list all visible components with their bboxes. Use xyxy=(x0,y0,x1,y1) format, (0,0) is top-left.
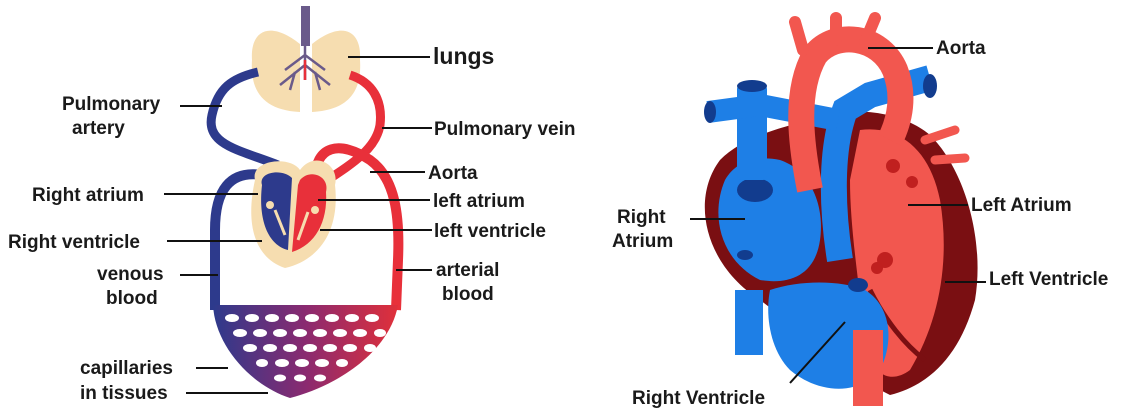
lungs-illustration xyxy=(252,6,360,112)
label-aorta-left: Aorta xyxy=(428,163,478,184)
label-pulmonary-artery-line1: Pulmonary xyxy=(62,94,161,115)
label-left-ventricle-right: Left Ventricle xyxy=(989,269,1108,290)
label-right-atrium-line2: Atrium xyxy=(612,231,673,252)
inferior-vena-cava xyxy=(735,290,763,355)
label-aorta-right: Aorta xyxy=(936,38,986,59)
label-right-ventricle: Right ventricle xyxy=(8,232,140,253)
label-pulmonary-artery-line2: artery xyxy=(72,118,125,139)
label-pulmonary-vein: Pulmonary vein xyxy=(434,119,576,140)
label-arterial-blood-line2: blood xyxy=(442,284,494,305)
heart-anatomy-diagram: Aorta Right Atrium Left Atrium Left Vent… xyxy=(612,18,1108,409)
label-capillaries-line2: in tissues xyxy=(80,383,168,404)
label-right-atrium: Right atrium xyxy=(32,185,144,206)
label-right-ventricle-right: Right Ventricle xyxy=(632,388,765,409)
label-left-atrium-right: Left Atrium xyxy=(971,195,1072,216)
label-lungs: lungs xyxy=(433,43,494,69)
label-left-ventricle: left ventricle xyxy=(434,221,546,242)
circulation-diagram: lungs Pulmonary artery Pulmonary vein Ao… xyxy=(8,6,576,404)
label-right-atrium-line1: Right xyxy=(617,207,666,228)
label-left-atrium: left atrium xyxy=(433,191,525,212)
capillary-bed xyxy=(213,305,398,398)
label-arterial-blood-line1: arterial xyxy=(436,260,499,281)
heart-small xyxy=(251,161,336,268)
label-capillaries-line1: capillaries xyxy=(80,358,173,379)
label-venous-blood-line1: venous xyxy=(97,264,164,285)
descending-aorta xyxy=(853,330,883,406)
label-venous-blood-line2: blood xyxy=(106,288,158,309)
